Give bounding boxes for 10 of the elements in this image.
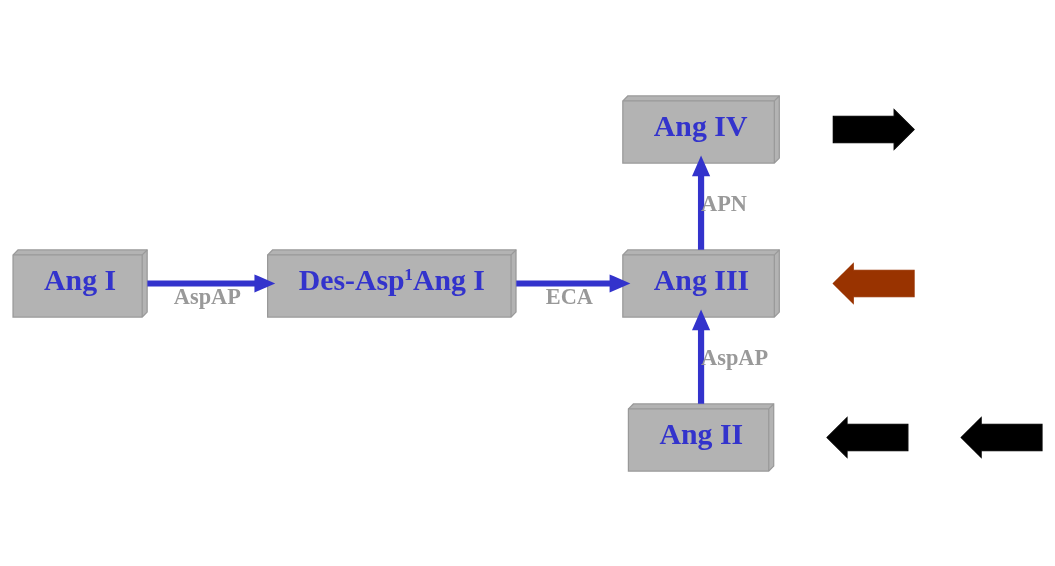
- arrow: [691, 154, 711, 250]
- edge-label: ECA: [545, 283, 594, 309]
- edge-label: AspAP: [173, 283, 241, 309]
- arrow: [691, 308, 711, 404]
- node-arrow: [960, 415, 1043, 459]
- node-arrow: [832, 107, 915, 151]
- arrow: [516, 273, 631, 293]
- node-arrow: [826, 415, 909, 459]
- node-arrow: [832, 261, 915, 305]
- arrow: [147, 273, 276, 293]
